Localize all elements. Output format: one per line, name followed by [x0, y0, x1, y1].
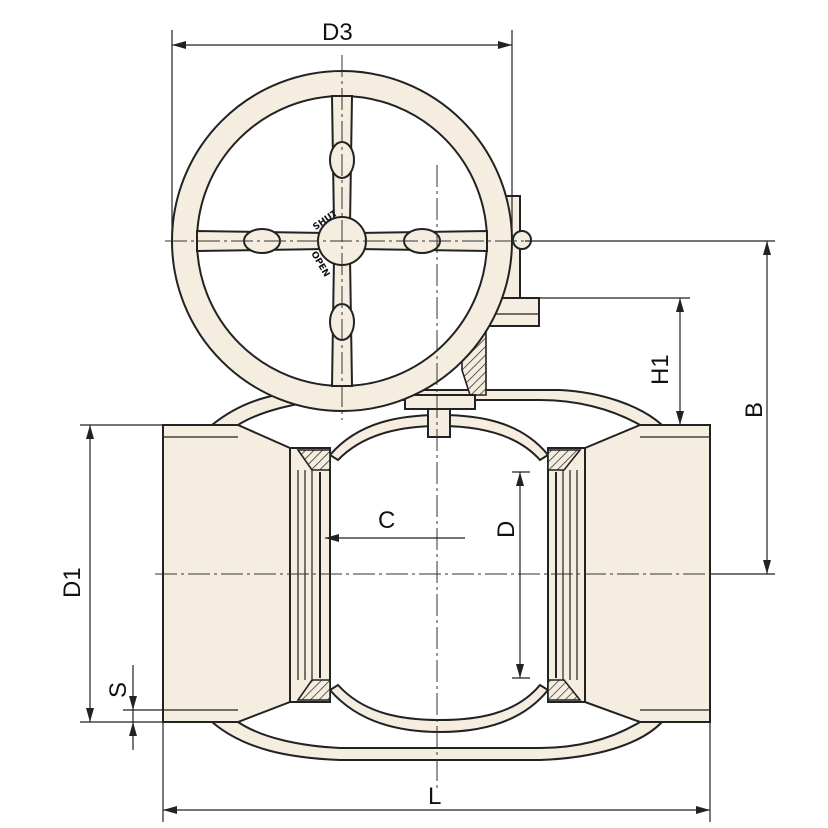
dimension-h1: H1	[539, 297, 690, 426]
dimension-s: S	[105, 665, 163, 750]
dimension-l: L	[162, 722, 711, 822]
ball-lower	[328, 683, 550, 734]
right-seat	[547, 447, 586, 703]
dimension-c: C	[325, 507, 465, 542]
d1-label: D1	[59, 567, 86, 598]
l-label: L	[428, 783, 441, 810]
dimension-d3: D3	[171, 19, 513, 240]
b-label: B	[741, 402, 768, 418]
dimension-d: D	[493, 471, 530, 679]
centerlines	[155, 55, 775, 790]
s-label: S	[105, 682, 132, 698]
h1-label: H1	[647, 354, 674, 385]
c-label: C	[378, 507, 395, 534]
d-label: D	[493, 521, 520, 538]
left-seat	[289, 447, 331, 703]
d3-label: D3	[322, 19, 353, 46]
dimension-d1: D1	[59, 424, 163, 723]
body-shell-bottom	[209, 721, 665, 761]
dimension-b: B	[525, 240, 775, 575]
